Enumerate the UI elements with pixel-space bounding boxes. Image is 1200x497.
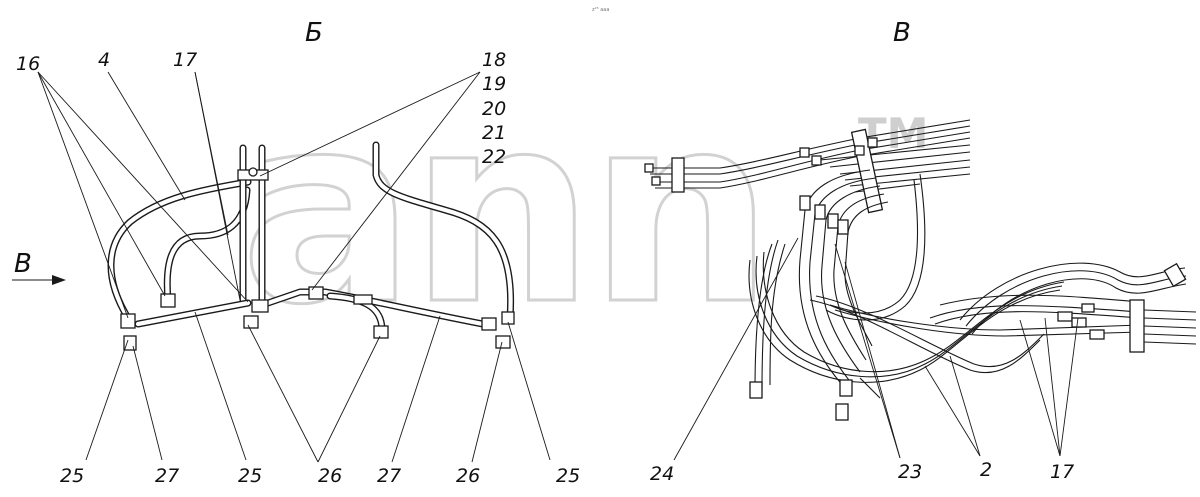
callout-4: 4 (98, 49, 110, 71)
view-arrow-head (52, 275, 66, 285)
callout-23: 23 (898, 461, 922, 483)
callout-17: 17 (173, 49, 197, 71)
fitting-center (251, 299, 269, 313)
right-view-leaders (673, 237, 1079, 461)
left-view-leaders (37, 71, 551, 463)
fitting-hose-24 (749, 381, 763, 399)
fitting-center-low (243, 315, 259, 329)
callout-2: 2 (980, 459, 992, 481)
callout-19: 19 (482, 73, 506, 95)
fitting-left-2 (123, 335, 137, 351)
left-view-callouts: 16 4 17 18 19 20 21 22 25 27 25 26 27 26… (16, 49, 580, 487)
left-view-pipes (107, 141, 515, 351)
callout-18: 18 (482, 49, 506, 71)
callout-21: 21 (482, 122, 506, 144)
callout-26b: 26 (456, 465, 480, 487)
top-note: z²⁵ aaa (592, 7, 609, 13)
view-arrow: В (12, 249, 66, 285)
callout-22: 22 (482, 146, 506, 168)
fitting-right-2 (501, 311, 515, 325)
callout-20: 20 (482, 98, 506, 120)
fitting-right-1 (481, 317, 497, 331)
view-title-b: Б (305, 18, 323, 48)
callout-25c: 25 (556, 465, 580, 487)
callout-26a: 26 (318, 465, 342, 487)
callout-16: 16 (16, 53, 40, 75)
fitting-low-2 (835, 403, 849, 421)
callout-27a: 27 (155, 465, 179, 487)
fitting-short-hose (373, 325, 389, 339)
callout-25a: 25 (60, 465, 84, 487)
callout-17-right: 17 (1050, 461, 1074, 483)
view-title-v: В (893, 18, 911, 48)
fitting-sleeve (353, 294, 373, 305)
fitting-right-3 (495, 335, 511, 349)
pipe-left-loop (107, 178, 252, 322)
callout-24: 24 (650, 463, 674, 485)
fitting-elbow (1163, 262, 1187, 288)
callout-25b: 25 (238, 465, 262, 487)
fitting-hose-end (160, 293, 176, 308)
clamp-right (1129, 299, 1145, 353)
clamp-left-top (671, 157, 685, 193)
right-view-callouts: 24 23 2 17 (650, 459, 1074, 485)
right-view-pipes (644, 119, 1197, 421)
view-arrow-label: В (14, 249, 32, 279)
fitting-low-1 (839, 379, 853, 397)
callout-27b: 27 (377, 465, 401, 487)
fitting-center-right (308, 286, 324, 300)
fitting-left-1 (120, 313, 136, 329)
